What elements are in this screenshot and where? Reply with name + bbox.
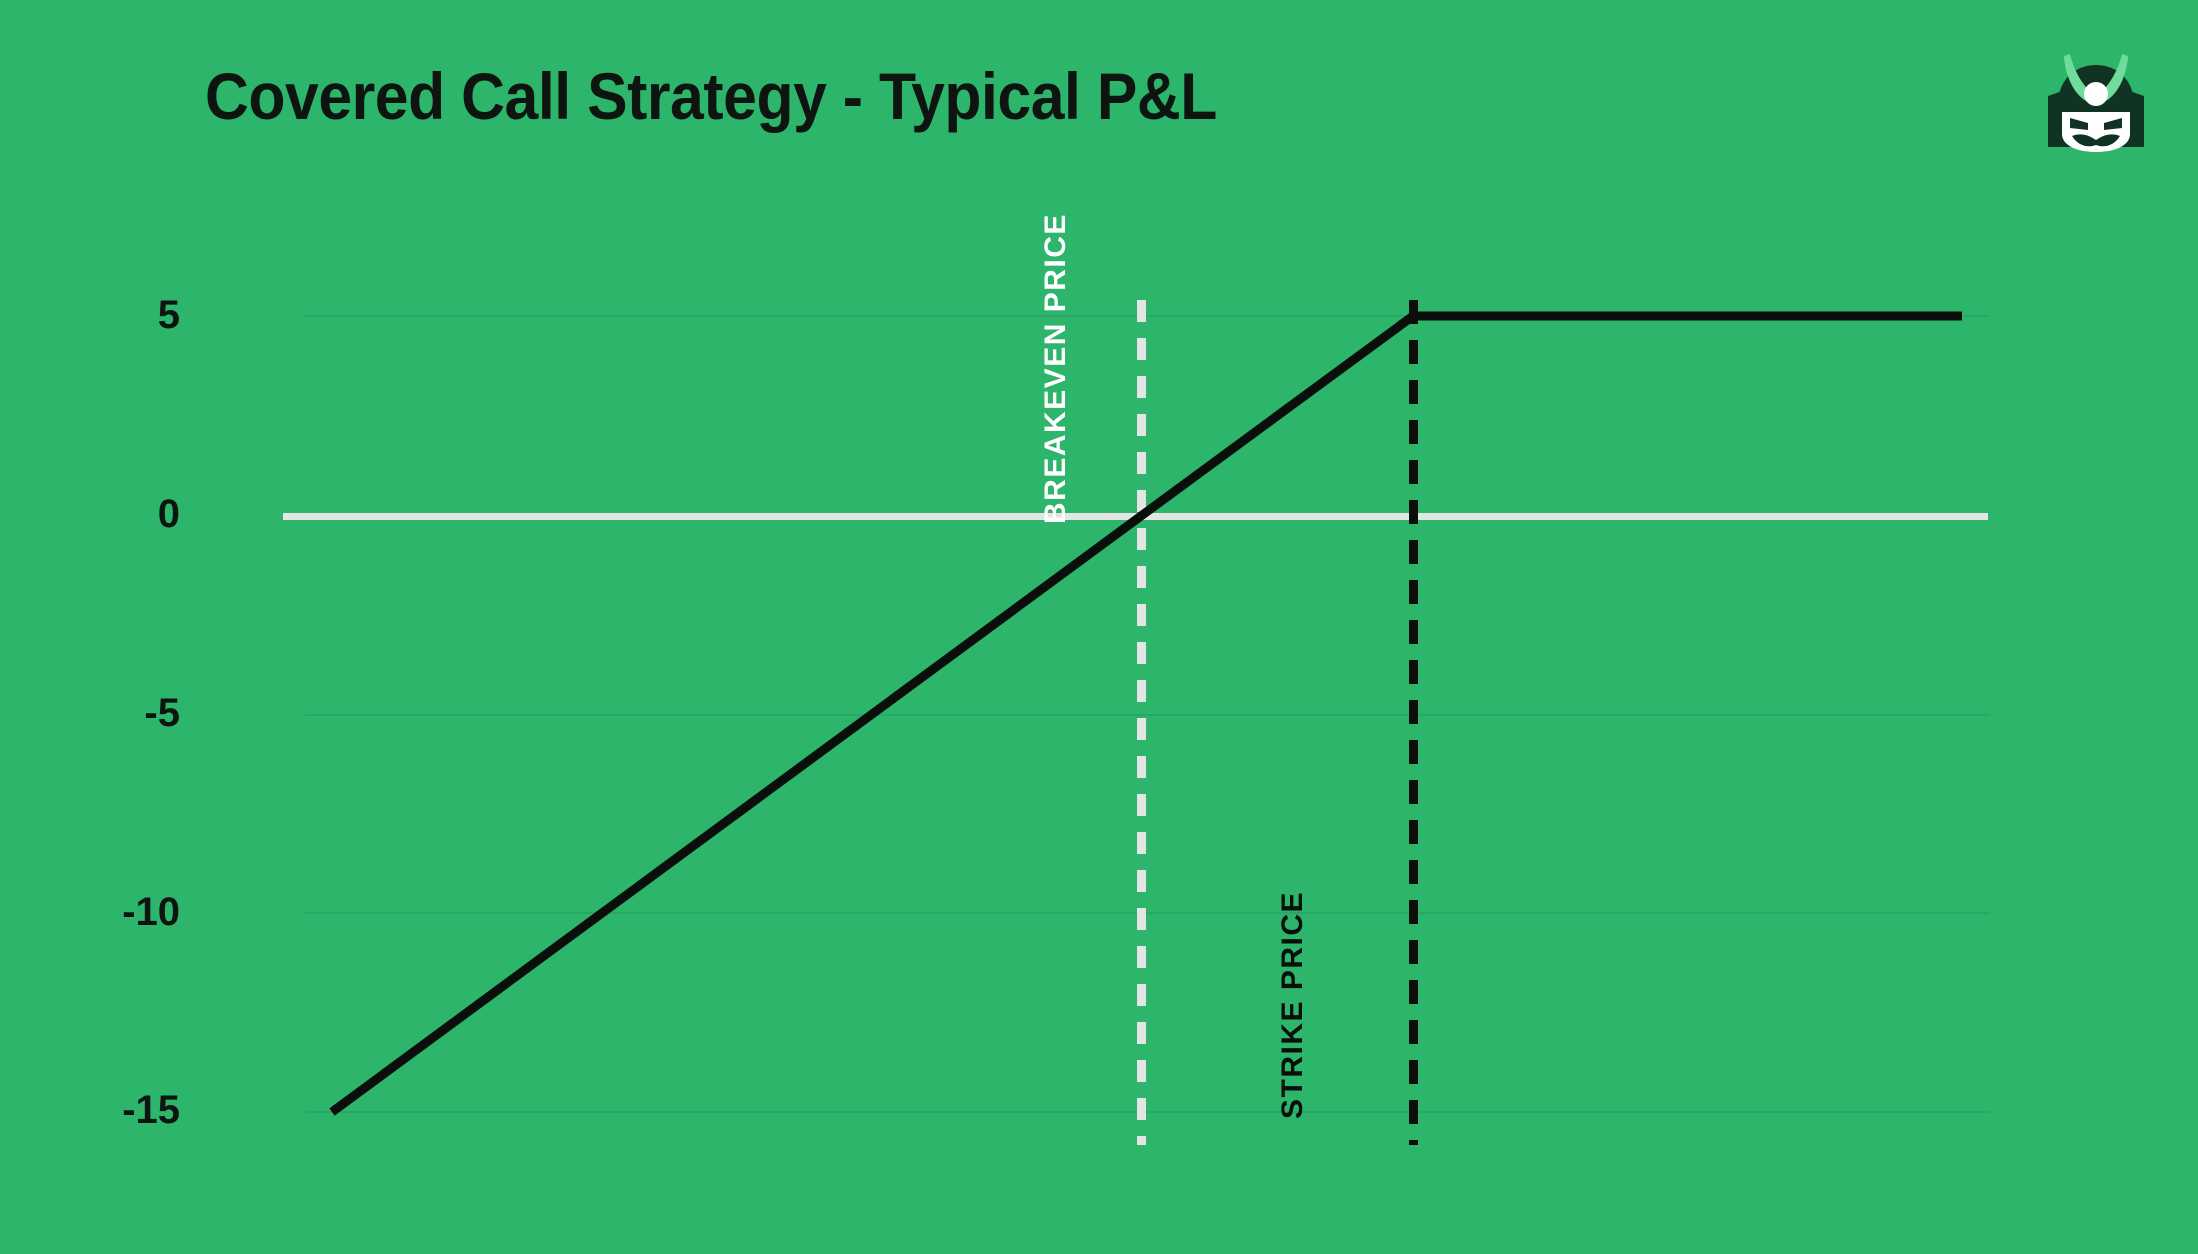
strike-price-line (1409, 300, 1418, 1145)
strike-price-label: STRIKE PRICE (1276, 890, 1309, 1119)
samurai-helmet-logo (2042, 48, 2150, 152)
gridline-neg5 (305, 714, 1990, 716)
breakeven-price-line (1137, 300, 1146, 1145)
y-tick-label-0: 0 (157, 492, 180, 536)
y-tick-label-5: 5 (157, 293, 180, 337)
breakeven-price-label: BREAKEVEN PRICE (1039, 213, 1072, 524)
gridline-neg10 (305, 912, 1990, 914)
zero-line (283, 513, 1988, 520)
page-title: Covered Call Strategy - Typical P&L (205, 59, 1217, 133)
y-tick-label-neg15: -15 (122, 1088, 180, 1132)
y-tick-label-neg5: -5 (144, 691, 180, 735)
y-tick-label-neg10: -10 (122, 890, 180, 934)
gridline-neg15 (305, 1111, 1990, 1113)
gridline-5 (305, 315, 1990, 317)
